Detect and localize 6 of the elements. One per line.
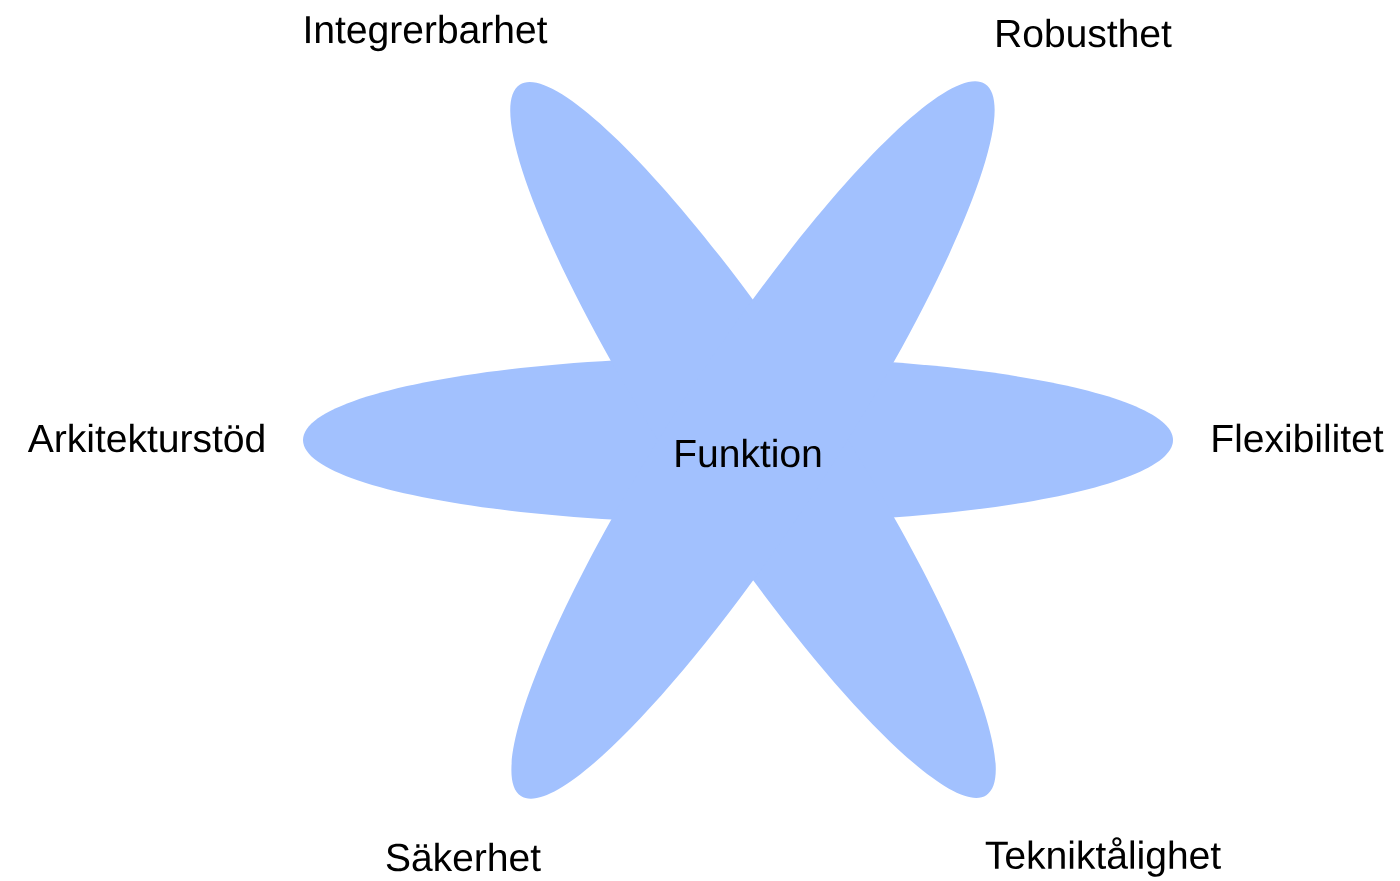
label: Integrerbarhet [306, 14, 548, 52]
label: Flexibilitet [1213, 423, 1384, 453]
label: Arkitekturstöd [27, 423, 264, 453]
label: Robusthet [997, 18, 1172, 48]
label: Tekniktålighet [985, 837, 1221, 877]
label: Säkerhet [386, 842, 541, 872]
